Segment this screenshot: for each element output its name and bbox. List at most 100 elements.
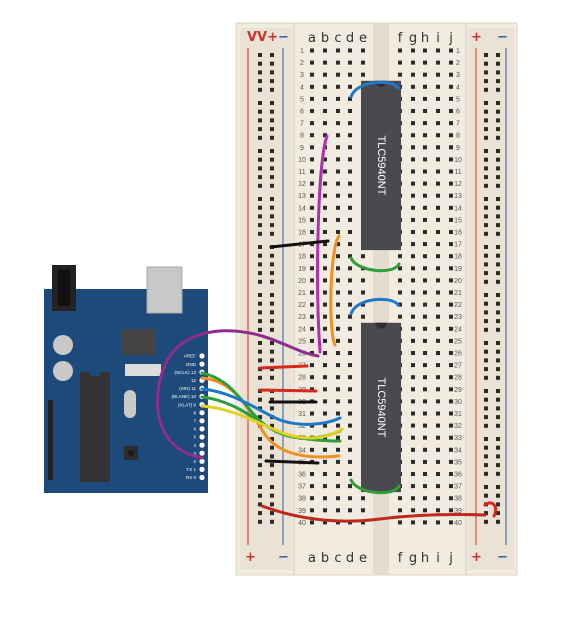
row-number: 16 [298,230,306,237]
row-number: 5 [300,96,304,103]
hole [310,447,314,452]
column-header-c: c [334,31,341,46]
rail-hole [270,519,274,524]
rail-hole [496,197,500,201]
row-number: 35 [454,459,462,466]
arduino-pin-label: 3 [193,451,196,456]
rail-hole [258,301,262,306]
hole [336,290,340,295]
row-number: 1 [300,48,304,55]
arduino-pin-label: TX 1 [186,467,196,472]
hole [310,520,314,525]
hole [423,193,427,198]
hole [323,338,327,343]
rail-hole [258,471,262,476]
hole [449,435,453,440]
hole [398,60,402,65]
hole [411,375,415,380]
wire-black-row17 [269,239,330,249]
rail-hole [270,310,274,315]
row-number: 32 [454,423,462,430]
hole [323,109,327,113]
hole [336,387,340,392]
hole [436,121,440,126]
hole [423,314,427,319]
rail-hole [258,79,262,84]
hole [336,193,340,198]
hole [411,447,415,452]
hole [436,72,440,77]
rail-hole [496,166,500,171]
hole [336,472,340,476]
hole [423,242,427,247]
hole [436,496,440,501]
row-number: 38 [298,496,306,503]
hole [411,133,415,138]
hole [348,387,352,392]
hole [323,411,327,416]
rail-hole [484,327,488,332]
row-number: 23 [298,314,306,321]
hole [436,230,440,234]
hole [436,363,440,368]
arduino-pin-label: AREF [184,354,196,359]
rail-hole [484,127,488,132]
hole [310,290,314,295]
hole [310,302,314,307]
usb-connector [146,266,183,314]
rail-label-vv-plus: VV+ [247,30,278,45]
hole [436,109,440,113]
hole [323,314,327,319]
hole [436,205,440,210]
hole [323,387,327,392]
row-number: 15 [298,217,306,224]
rail-hole [258,327,262,332]
hole [310,411,314,416]
hole [423,230,427,234]
hole [348,447,352,452]
hole [336,302,340,307]
wires [155,80,498,523]
hole [449,363,453,368]
hole [310,205,314,210]
hole [423,133,427,138]
column-header-j: j [448,551,453,566]
hole [398,302,402,307]
hole [348,145,352,150]
hole [361,278,365,283]
arduino-pin [199,353,205,359]
hole [336,375,340,380]
rail-hole [496,70,500,75]
row-number: 13 [454,193,462,200]
arduino-pin [199,442,205,448]
hole [449,193,453,198]
hole [323,96,327,101]
hole [361,72,365,77]
hole [449,278,453,283]
hole [336,145,340,150]
rail-hole [484,519,488,524]
rail-hole [496,118,500,123]
hole [310,217,314,222]
hole [336,96,340,101]
hole [323,48,327,53]
hole [310,363,314,368]
rail-hole [258,511,262,516]
row-number: 31 [454,411,462,418]
row-number: 19 [298,266,306,273]
row-number: 28 [298,375,306,382]
rail-hole [270,61,274,66]
rail-hole [258,109,262,114]
chip-label: TLC5940NT [375,135,387,195]
row-number: 2 [300,60,304,67]
hole [323,217,327,222]
hole [310,84,314,89]
hole [423,72,427,77]
hole [411,302,415,307]
hole [423,278,427,283]
rail-hole [270,87,274,92]
wire-red-rail-jumper [483,501,498,518]
hole [323,423,327,428]
row-number: 14 [298,205,306,212]
